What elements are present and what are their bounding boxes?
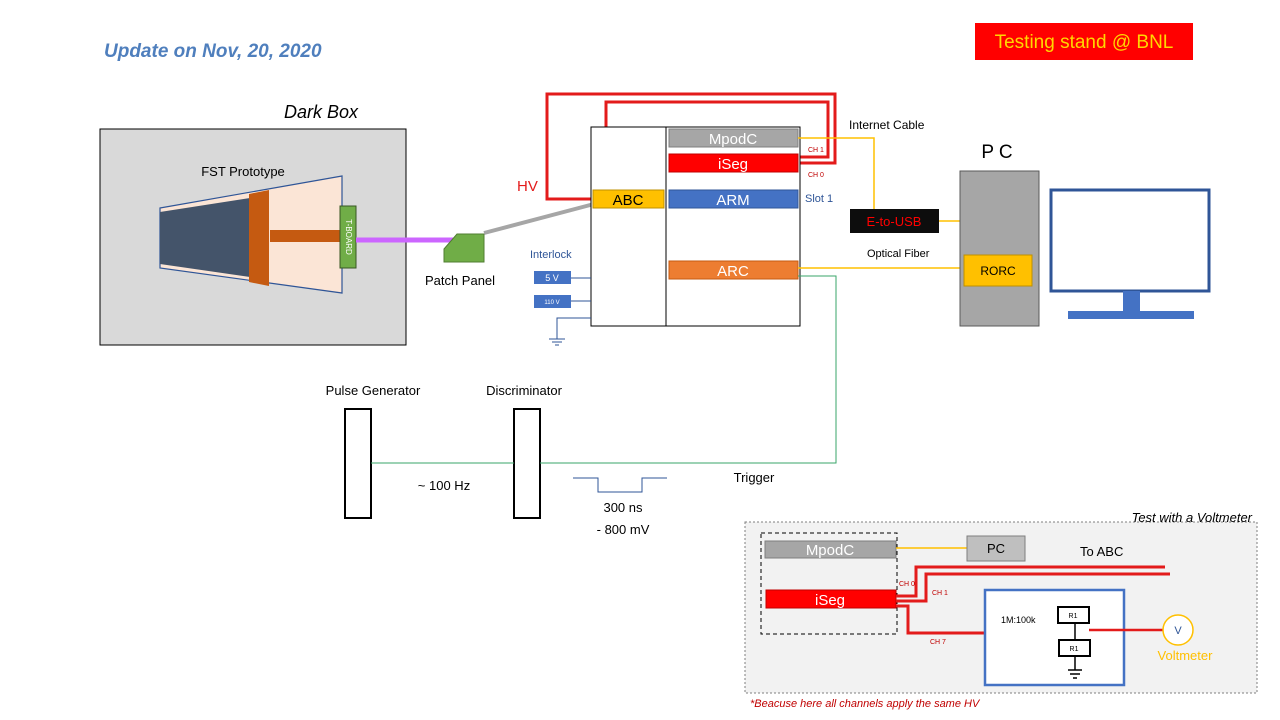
vm-pc-label: PC	[987, 541, 1005, 556]
discriminator-label: Discriminator	[486, 383, 563, 398]
mpodc-label: MpodC	[709, 131, 758, 148]
voltmeter-test-title: Test with a Voltmeter	[1132, 510, 1253, 525]
e-to-usb-label: E-to-USB	[867, 214, 922, 229]
vm-iseg-module	[765, 589, 897, 609]
gray-cable	[483, 202, 595, 235]
vm-divider-box	[983, 588, 1126, 687]
iseg-module	[668, 153, 799, 173]
e-to-usb-box	[850, 209, 939, 233]
vm-voltmeter-symbol: V	[1174, 625, 1182, 637]
vm-ch7-label: CH 7	[930, 639, 946, 646]
hv-label: HV	[517, 178, 538, 195]
optical-fiber-label: Optical Fiber	[867, 248, 930, 260]
interlock-110v-box	[534, 295, 571, 308]
arc-module	[668, 260, 799, 280]
vm-ch0-cable	[896, 565, 1165, 598]
vm-r1-top-label: R1	[1069, 613, 1078, 620]
monitor-icon	[1049, 188, 1211, 319]
ground-symbol	[549, 338, 565, 346]
rorc-card	[963, 254, 1033, 287]
fst-connector-bar	[270, 230, 342, 242]
slot1-label: Slot 1	[805, 193, 833, 205]
pulse-shape	[573, 477, 667, 493]
fst-dark-wedge	[160, 198, 250, 277]
vm-ground-symbol	[1068, 669, 1082, 679]
vm-voltmeter-label: Voltmeter	[1158, 648, 1214, 663]
vm-mpodc-label: MpodC	[806, 542, 855, 559]
pulse-amplitude-label: - 800 mV	[597, 522, 650, 537]
fst-prototype-label: FST Prototype	[201, 164, 285, 179]
pc-tower	[959, 170, 1040, 327]
iseg-label: iSeg	[718, 156, 748, 173]
interlock-5v-box	[534, 271, 571, 284]
internet-cable-label: Internet Cable	[849, 118, 925, 132]
vm-to-abc-label: To ABC	[1080, 544, 1123, 559]
tboard	[339, 205, 357, 269]
vm-r1-top	[1057, 606, 1090, 624]
arm-label: ARM	[716, 192, 749, 209]
vm-ch1-label: CH 1	[932, 590, 948, 597]
arc-label: ARC	[717, 263, 749, 280]
discriminator-box	[513, 408, 541, 519]
arm-module	[668, 189, 799, 209]
vm-ch1-cable	[896, 572, 1170, 603]
pulse-width-label: 300 ns	[603, 500, 643, 515]
interlock-110v-label: 110 V	[544, 300, 559, 306]
ground-wire	[556, 317, 591, 339]
pulse-generator-box	[344, 408, 372, 519]
trigger-label: Trigger	[734, 470, 775, 485]
tboard-label: T-BOARD	[344, 219, 353, 255]
vm-divider-label: 1M:100k	[1001, 615, 1036, 625]
dark-box-title: Dark Box	[284, 102, 359, 122]
abc-module	[592, 189, 665, 209]
interlock-label: Interlock	[530, 249, 572, 261]
trigger-wire	[540, 275, 837, 464]
voltmeter-crate-outline	[760, 532, 898, 635]
rorc-label: RORC	[980, 264, 1016, 278]
voltmeter-icon	[1162, 614, 1194, 646]
fst-orange-bar	[249, 190, 269, 286]
vm-mpodc-module	[764, 540, 897, 559]
patch-panel-label: Patch Panel	[425, 273, 495, 288]
abc-label: ABC	[613, 192, 644, 209]
vm-pc-box	[966, 535, 1026, 562]
vm-r1-bottom	[1058, 639, 1091, 657]
frequency-label: ~ 100 Hz	[418, 478, 470, 493]
footnote: *Beacuse here all channels apply the sam…	[750, 698, 981, 710]
ch0-label: CH 0	[808, 172, 824, 179]
ch1-label: CH 1	[808, 147, 824, 154]
patch-panel-shape	[443, 233, 485, 263]
banner-text: Testing stand @ BNL	[995, 32, 1174, 53]
vm-r1-bottom-label: R1	[1070, 646, 1079, 653]
hv-cable-outer	[545, 92, 837, 201]
internet-cable	[798, 137, 875, 210]
vm-ch0-label: CH 0	[899, 581, 915, 588]
update-text: Update on Nov, 20, 2020	[104, 41, 322, 62]
interlock-5v-label: 5 V	[545, 273, 559, 283]
banner-box	[975, 23, 1193, 60]
pc-title: P C	[981, 142, 1012, 163]
pulse-generator-label: Pulse Generator	[326, 383, 421, 398]
vm-iseg-label: iSeg	[815, 592, 845, 609]
